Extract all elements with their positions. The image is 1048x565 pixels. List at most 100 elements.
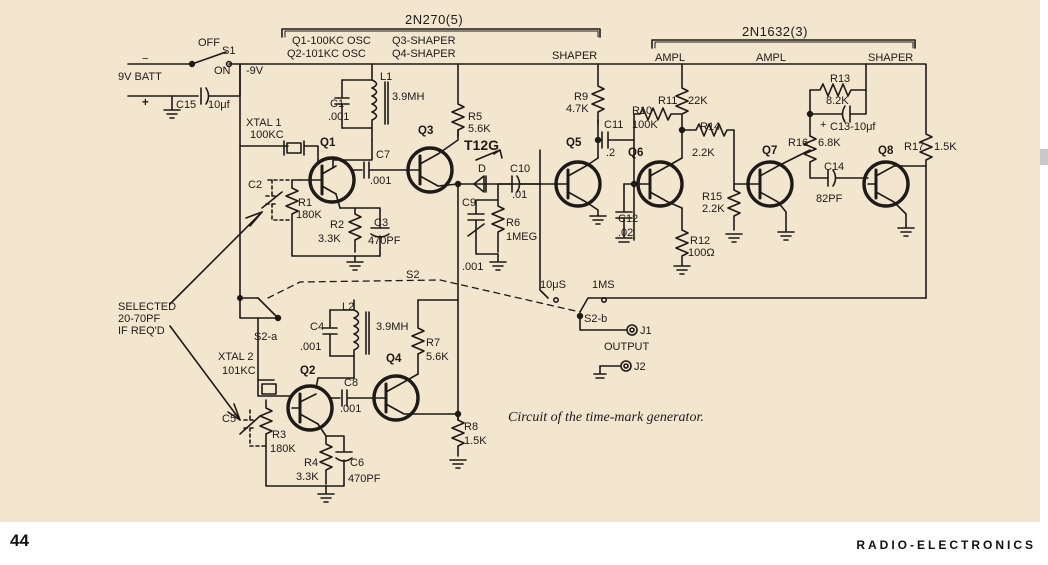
- c10-label: C10: [510, 163, 530, 175]
- xtal1-value: 100KC: [250, 129, 284, 141]
- r3-label: R3: [272, 429, 286, 441]
- c1-label: C1: [330, 98, 344, 110]
- c14-label: C14: [824, 161, 844, 173]
- selected-note-line2: 20-70PF: [118, 313, 160, 325]
- r12-resistor: [673, 207, 691, 275]
- r12-label: R12: [690, 235, 710, 247]
- c13-plus: +: [820, 119, 826, 131]
- stage-shaper-1: SHAPER: [552, 50, 597, 62]
- c9-value: .001: [462, 261, 483, 273]
- minus-sign: −: [142, 53, 148, 65]
- page-number: 44: [10, 531, 29, 550]
- selected-note-line3: IF REQ'D: [118, 325, 165, 337]
- r17-resistor: [919, 63, 933, 299]
- amp-group-label: 2N1632(3): [742, 24, 808, 39]
- r9-resistor: [591, 63, 605, 125]
- pos-1ms-label: 1MS: [592, 279, 615, 291]
- r13-resistor: [809, 83, 867, 97]
- c5-trimmer: [243, 409, 267, 447]
- r14-label: R14: [700, 121, 720, 133]
- r6-resistor: [491, 199, 505, 253]
- r13-value: 8.2K: [826, 95, 849, 107]
- rail-label: -9V: [246, 65, 264, 77]
- c3-label: C3: [374, 217, 388, 229]
- c14-value: 82PF: [816, 193, 843, 205]
- s2-linkage: [267, 279, 581, 313]
- r2-label: R2: [330, 219, 344, 231]
- c10-value: .01: [512, 189, 527, 201]
- r7-label: R7: [426, 337, 440, 349]
- j2-label: J2: [634, 361, 646, 373]
- s1-off-label: OFF: [198, 37, 220, 49]
- r8-value: 1.5K: [464, 435, 487, 447]
- magazine-name: RADIO-ELECTRONICS: [856, 538, 1036, 552]
- r6-label: R6: [506, 217, 520, 229]
- r15-label: R15: [702, 191, 722, 203]
- osc-group-label: 2N270(5): [405, 12, 463, 27]
- r14-value: 2.2K: [692, 147, 715, 159]
- l2-coil: [353, 309, 360, 357]
- amp-group-bracket: [651, 39, 916, 49]
- l1-coil: [371, 63, 378, 141]
- c13-label: C13-10μf: [830, 121, 876, 133]
- r6-value: 1MEG: [506, 231, 537, 243]
- r1-value: 180K: [296, 209, 322, 221]
- r3-resistor: [259, 399, 327, 487]
- c4-value: .001: [300, 341, 321, 353]
- c8-value: .001: [340, 403, 361, 415]
- c11-label: C11: [604, 119, 623, 131]
- q3-label: Q3: [418, 125, 433, 137]
- r9-value: 4.7K: [566, 103, 589, 115]
- r11-label: R11: [658, 95, 677, 107]
- r4-label: R4: [304, 457, 318, 469]
- selected-note-line1: SELECTED: [118, 301, 176, 313]
- c4-label: C4: [310, 321, 324, 333]
- diode-label: D: [478, 163, 486, 175]
- r4-resistor: [319, 435, 333, 485]
- r16-label: R16: [788, 137, 808, 149]
- r12-value: 100Ω: [688, 247, 715, 259]
- q6-label: Q6: [628, 147, 643, 159]
- q1-description: Q1-100KC OSC: [292, 35, 371, 47]
- l2-value: 3.9MH: [376, 321, 408, 333]
- c7-value: .001: [370, 175, 391, 187]
- s2-label: S2: [406, 269, 419, 281]
- r1-label: R1: [298, 197, 312, 209]
- q2-label: Q2: [300, 365, 315, 377]
- r5-value: 5.6K: [468, 123, 491, 135]
- c9-label: C9: [462, 197, 476, 209]
- r16-value: 6.8K: [818, 137, 841, 149]
- plus-sign: +: [142, 97, 149, 109]
- output-label: OUTPUT: [604, 341, 650, 353]
- c11-value: .2: [606, 147, 615, 159]
- stage-ampl-2: AMPL: [756, 52, 786, 64]
- r2-resistor: [348, 207, 362, 253]
- r17-label: R17: [904, 141, 924, 153]
- c5-label: C5: [222, 413, 236, 425]
- c15-value: 10μf: [208, 99, 231, 111]
- r16-resistor: [803, 135, 829, 179]
- r3-value: 180K: [270, 443, 296, 455]
- r15-resistor: [725, 183, 743, 243]
- r5-resistor: [451, 63, 465, 137]
- j1-label: J1: [640, 325, 652, 337]
- page-edge-mark: [1040, 149, 1048, 165]
- schematic-diagram: 2N270(5) 2N1632(3) Q1-100KC OSC Q2-101KC…: [118, 12, 957, 503]
- xtal1-label: XTAL 1: [246, 117, 281, 129]
- q7-label: Q7: [762, 145, 777, 157]
- osc-group-bracket: [281, 28, 601, 38]
- l2-label: L2: [342, 301, 354, 313]
- stage-ampl-1: AMPL: [655, 52, 685, 64]
- diode-type: T12G: [464, 137, 499, 153]
- c6-label: C6: [350, 457, 364, 469]
- s1-switch: [191, 51, 227, 65]
- q8-label: Q8: [878, 145, 894, 157]
- figure-caption: Circuit of the time-mark generator.: [508, 410, 704, 425]
- r7-resistor: [411, 299, 425, 375]
- q2-description: Q2-101KC OSC: [287, 48, 366, 60]
- r8-label: R8: [464, 421, 478, 433]
- r17-value: 1.5K: [934, 141, 957, 153]
- xtal2-label: XTAL 2: [218, 351, 253, 363]
- q4-label: Q4: [386, 353, 402, 365]
